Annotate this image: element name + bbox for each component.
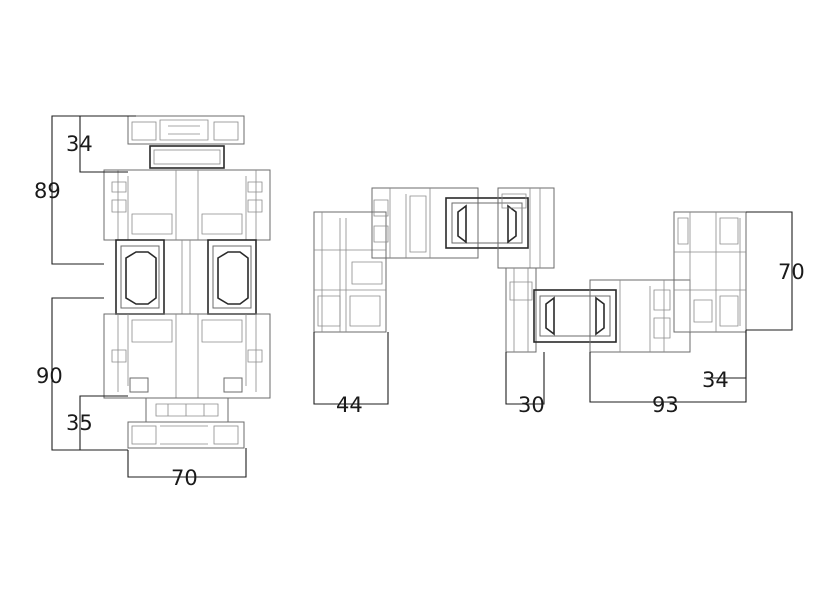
upper-frame-profile [103,169,271,241]
top-cap-profile [127,115,245,169]
right-section: 44 30 93 34 70 [313,187,805,417]
dim-lower-height: 90 [36,364,63,388]
left-frame-profile [313,211,387,333]
lower-glazing-unit [533,289,617,343]
lower-frame-profile [103,313,271,399]
dim-right-height: 70 [778,260,805,284]
dim-bottom-offset: 35 [66,411,93,435]
bottom-cap-profile [127,397,245,449]
dim-base-width: 70 [171,466,198,490]
dim-top-offset: 34 [66,132,93,156]
upper-glazing-unit [445,197,529,249]
dim-right-offset: 34 [702,368,729,392]
middle-mullion-profile [505,267,537,353]
dim-upper-height: 89 [34,179,61,203]
left-dimension-lines [51,115,247,478]
left-glazing-unit-right [207,239,257,315]
upper-middle-profile [371,187,479,259]
right-dimension-lines [313,211,793,405]
right-frame-profile [673,211,747,333]
dim-middle-depth: 30 [518,393,545,417]
dim-left-depth: 44 [336,393,363,417]
left-section: 34 89 90 35 70 [34,115,271,490]
upper-right-frame [497,187,555,269]
dim-right-span: 93 [652,393,679,417]
left-glazing-unit-left [115,239,165,315]
